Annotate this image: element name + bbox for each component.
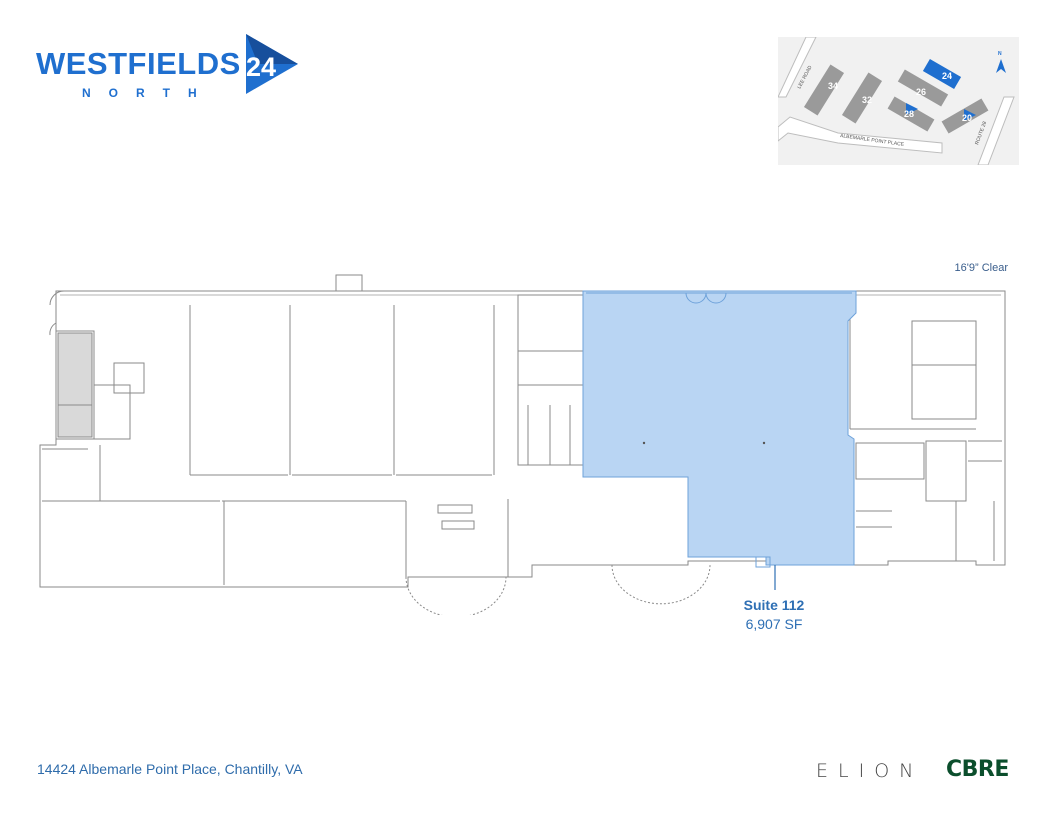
- suite-name: Suite 112: [743, 597, 805, 613]
- logo-triangle-icon: 24: [246, 34, 298, 94]
- westfields-logo: WESTFIELDS 24 NORTH: [36, 32, 306, 102]
- keymap-pointer-icon: [906, 103, 918, 115]
- keymap-road-lee: [777, 36, 817, 98]
- stair-core: [335, 274, 363, 292]
- clear-height-label: 16'9” Clear: [954, 262, 1008, 274]
- keymap-road-albemarle: [777, 116, 943, 154]
- keymap-label-26: 26: [916, 87, 926, 97]
- keymap-building-34: [803, 64, 845, 116]
- keymap-label-28: 28: [904, 109, 914, 119]
- keymap-label-34: 34: [828, 81, 838, 91]
- site-key-map: 34 32 26 24 28 20 LEE ROAD ALBEMARLE POI…: [777, 36, 1019, 166]
- keymap-building-32: [841, 72, 883, 124]
- keymap-label-24: 24: [942, 71, 952, 81]
- north-arrow-icon: [996, 59, 1006, 73]
- keymap-building-26: [897, 69, 949, 107]
- suite-112-area[interactable]: [582, 290, 857, 566]
- elion-logo: ELION: [816, 760, 924, 782]
- suite-area: 6,907 SF: [745, 616, 803, 632]
- building-outline: [39, 290, 1006, 588]
- keymap-label-32: 32: [862, 95, 872, 105]
- brand-number: 24: [246, 52, 276, 82]
- keymap-building-24: [922, 58, 962, 90]
- north-label: N: [998, 51, 1002, 57]
- keymap-pointer-icon: [964, 109, 976, 121]
- keymap-label-20: 20: [962, 113, 972, 123]
- brand-subtitle: NORTH: [82, 86, 215, 100]
- keymap-building-28: [887, 96, 935, 132]
- brand-name: WESTFIELDS: [36, 46, 241, 81]
- cbre-logo: CBRE: [946, 757, 1009, 782]
- keymap-road-label-route28: ROUTE 28: [974, 120, 988, 145]
- property-address: 14424 Albemarle Point Place, Chantilly, …: [37, 761, 303, 777]
- floor-plan: [39, 274, 1006, 615]
